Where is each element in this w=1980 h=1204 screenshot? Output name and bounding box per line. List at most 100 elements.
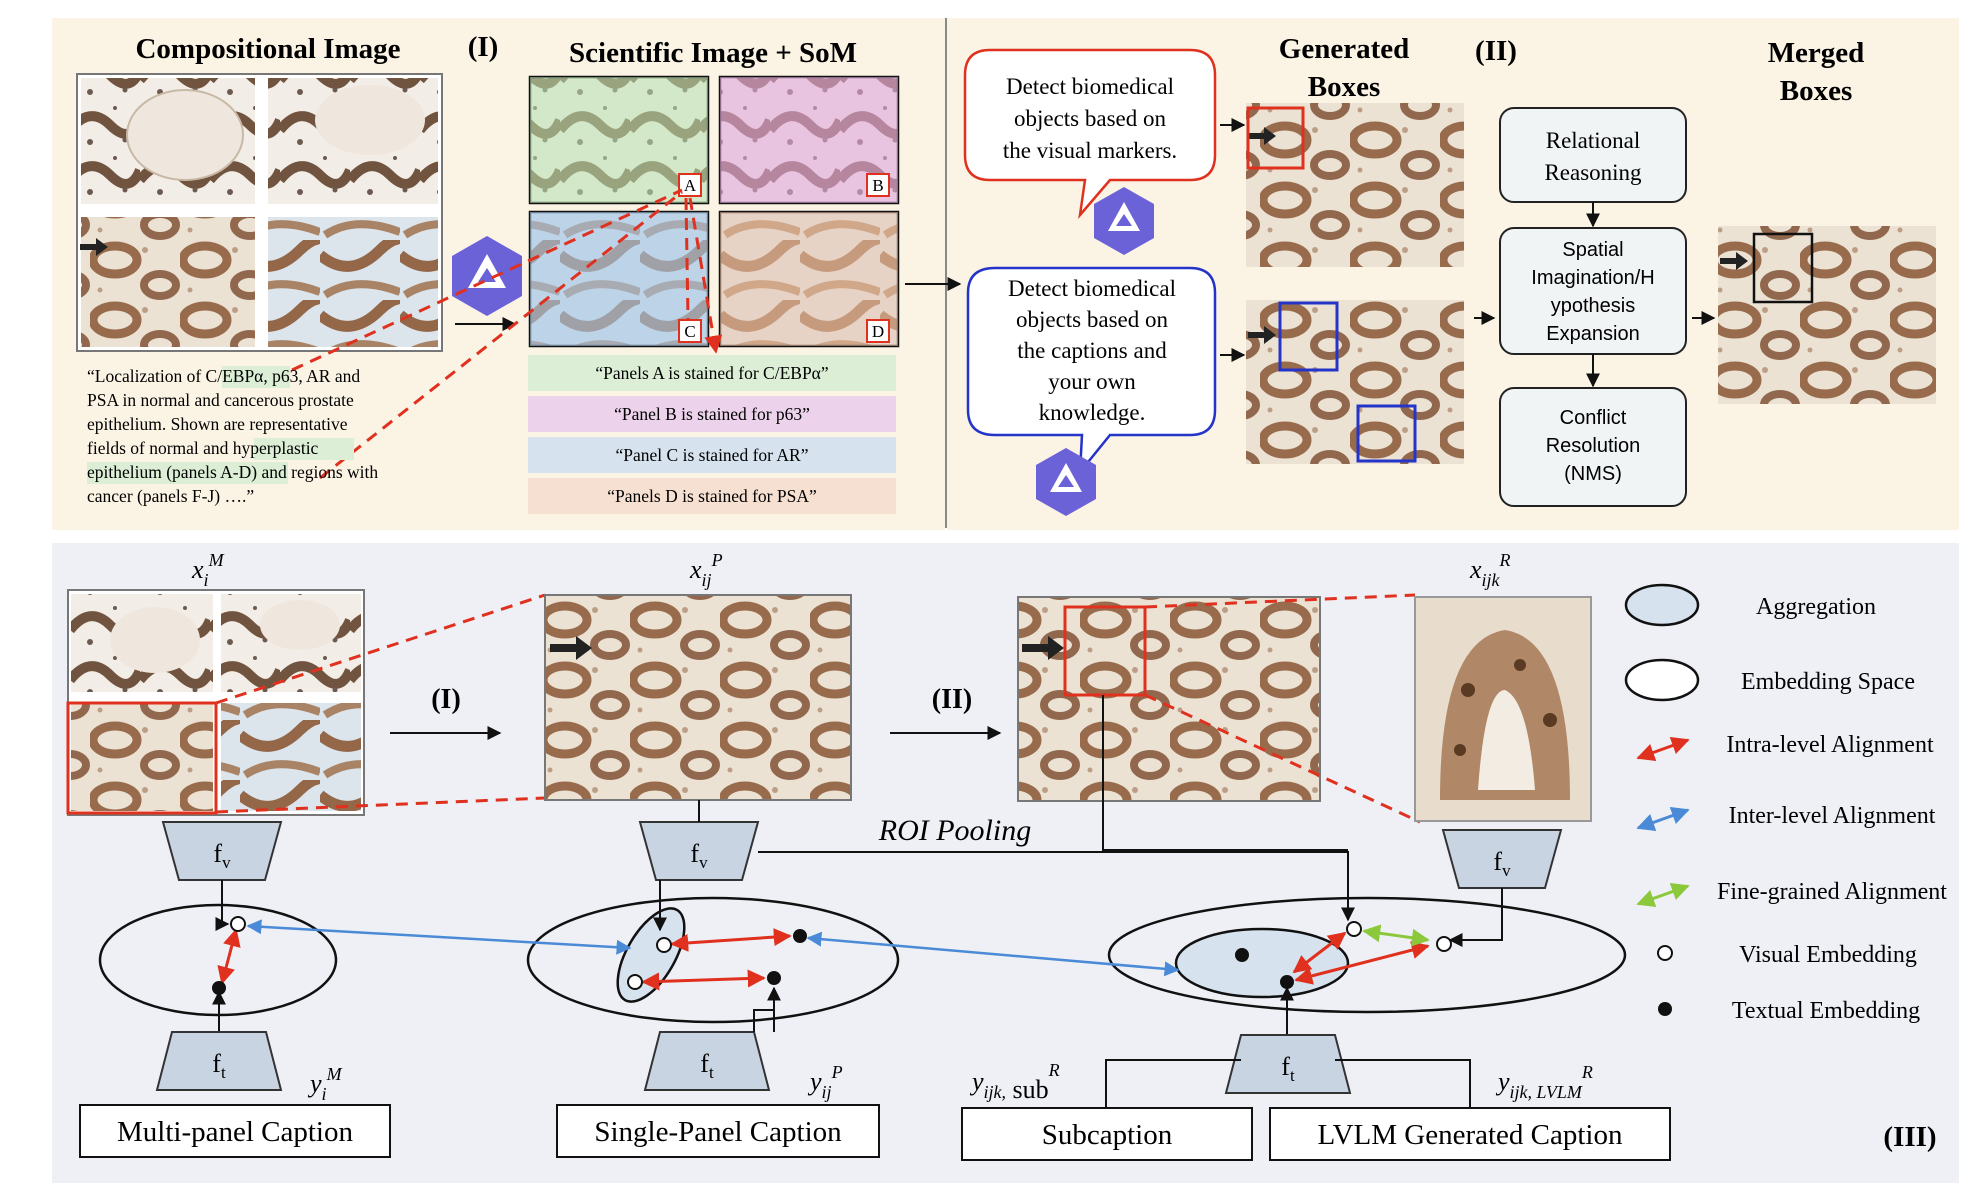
svg-text:objects based on: objects based on	[1016, 307, 1169, 332]
svg-text:fv: fv	[213, 839, 231, 872]
panel-caption-a: “Panels A is stained for C/EBPα”	[528, 355, 896, 391]
svg-text:Spatial: Spatial	[1562, 239, 1623, 261]
svg-text:ft: ft	[212, 1049, 226, 1082]
text-label-multipanel: yiM	[307, 1064, 343, 1104]
textual-embedding-dot	[1235, 948, 1249, 962]
svg-text:ft: ft	[700, 1049, 714, 1082]
connector-line	[758, 851, 1355, 922]
inter-level-alignment-arrow	[246, 919, 632, 955]
blue-double-arrow-icon	[1636, 807, 1690, 831]
stage2-label: (II)	[1475, 35, 1517, 67]
model-logo-icon	[1036, 448, 1096, 516]
green-double-arrow-icon	[1636, 883, 1690, 907]
svg-text:B: B	[872, 176, 883, 195]
som-image-title: Scientific Image + SoM	[569, 37, 857, 69]
panel-caption-c: “Panel C is stained for AR”	[528, 437, 896, 473]
visual-embedding-dot	[656, 937, 672, 953]
svg-text:“Panels D is stained for PSA”: “Panels D is stained for PSA”	[607, 486, 817, 506]
merged-boxes-title: Merged	[1768, 37, 1865, 69]
intra-level-alignment-arrow	[1294, 941, 1430, 985]
legend-label: Textual Embedding	[1732, 998, 1920, 1024]
region-crop-image	[1414, 596, 1592, 822]
single-panel-caption-box: Single-Panel Caption	[556, 1104, 880, 1158]
image-label-region: xijkR	[1469, 550, 1511, 590]
text-label-lvlm: yijk, LVLMR	[1495, 1062, 1593, 1102]
svg-text:the captions and: the captions and	[1017, 338, 1167, 363]
caption-link-line	[684, 197, 690, 321]
connector-line	[215, 880, 230, 931]
visual-embedding-dot	[1346, 921, 1362, 937]
textual-embedding-dot	[793, 929, 807, 943]
aggregation-region	[1174, 927, 1350, 999]
inter-level-alignment-arrow	[806, 931, 1180, 977]
zoom-line	[215, 796, 546, 814]
visual-embedding-dot	[627, 974, 643, 990]
caption-link-line	[291, 188, 683, 372]
compositional-caption: “Localization of C/EBPα, p63, AR and PSA…	[87, 366, 378, 506]
step-relational-reasoning: Relational Reasoning	[1499, 107, 1687, 203]
caption-line: cancer (panels F-J) ….”	[87, 486, 254, 506]
svg-text:Multi-panel Caption: Multi-panel Caption	[117, 1116, 353, 1148]
text-encoder-region: ft	[1224, 1034, 1352, 1094]
fine-grained-alignment-arrow	[1362, 924, 1430, 947]
roi-image	[1017, 596, 1321, 802]
zoom-line	[1144, 693, 1421, 824]
svg-text:C: C	[684, 322, 695, 341]
svg-text:Subcaption: Subcaption	[1042, 1119, 1173, 1151]
svg-text:Reasoning: Reasoning	[1544, 160, 1642, 185]
vision-encoder-single-panel: fv	[638, 821, 760, 881]
textual-embedding-dot	[1280, 975, 1294, 989]
panel-caption-d: “Panels D is stained for PSA”	[528, 478, 896, 514]
merged-boxes-title: Boxes	[1780, 75, 1853, 107]
pointer-arrow-icon	[1022, 636, 1064, 660]
svg-text:Detect biomedical: Detect biomedical	[1006, 74, 1174, 99]
text-label-subcaption: yijk, subR	[969, 1060, 1060, 1104]
svg-text:Expansion: Expansion	[1546, 323, 1639, 345]
svg-text:knowledge.: knowledge.	[1039, 400, 1146, 425]
svg-text:Imagination/H: Imagination/H	[1531, 267, 1654, 289]
caption-line: epithelium. Shown are representative	[87, 414, 348, 434]
compositional-image-title: Compositional Image	[135, 33, 400, 65]
svg-text:ypothesis: ypothesis	[1551, 295, 1636, 317]
visual-embedding-dot	[1436, 936, 1452, 952]
svg-text:Resolution: Resolution	[1546, 435, 1641, 457]
marker-a: A	[678, 173, 702, 197]
text-encoder-multipanel: ft	[155, 1031, 283, 1091]
svg-text:Relational: Relational	[1546, 128, 1641, 153]
roi-pooling-label: ROI Pooling	[878, 814, 1031, 847]
caption-line: epithelium (panels A-D) and regions with	[87, 462, 378, 482]
filled-dot-icon	[1658, 1002, 1672, 1016]
pointer-arrow-icon	[550, 636, 592, 660]
svg-text:your own: your own	[1048, 369, 1136, 394]
model-logo-icon	[1094, 187, 1154, 255]
text-encoder-single-panel: ft	[643, 1031, 771, 1091]
multipanel-image	[66, 589, 365, 816]
caption-line: “Localization of C/EBPα, p63, AR and	[87, 366, 360, 386]
visual-embedding-dot	[230, 916, 246, 932]
svg-text:Single-Panel Caption: Single-Panel Caption	[594, 1116, 842, 1148]
caption-knowledge-prompt: Detect biomedical objects based on the c…	[966, 266, 1217, 476]
visual-marker-prompt: Detect biomedical objects based on the v…	[963, 48, 1217, 220]
caption-link-line	[688, 197, 723, 354]
svg-text:A: A	[684, 176, 697, 195]
svg-text:LVLM Generated Caption: LVLM Generated Caption	[1318, 1119, 1623, 1151]
caption-link-line	[319, 190, 683, 480]
generated-boxes-caption	[1246, 300, 1464, 464]
caption-line: PSA in normal and cancerous prostate	[87, 390, 354, 410]
svg-text:the visual markers.: the visual markers.	[1003, 138, 1177, 163]
step-spatial-imagination: Spatial Imagination/H ypothesis Expansio…	[1499, 227, 1687, 355]
image-label-single-panel: xijP	[689, 550, 723, 590]
svg-text:“Panels A is stained for C/EBP: “Panels A is stained for C/EBPα”	[595, 363, 828, 383]
connector-line	[1448, 888, 1503, 947]
hollow-dot-icon	[1657, 945, 1673, 961]
connector-line	[1335, 1059, 1471, 1112]
som-panel-d	[718, 210, 900, 348]
generated-boxes-title: Generated	[1279, 33, 1409, 65]
pointer-arrow-icon	[1720, 252, 1748, 270]
connector-line	[1102, 695, 1348, 851]
intra-level-alignment-arrow	[670, 928, 792, 952]
generated-boxes-visual	[1246, 103, 1464, 267]
generated-boxes-title: Boxes	[1308, 71, 1381, 103]
embedding-space-legend-icon	[1624, 658, 1700, 702]
